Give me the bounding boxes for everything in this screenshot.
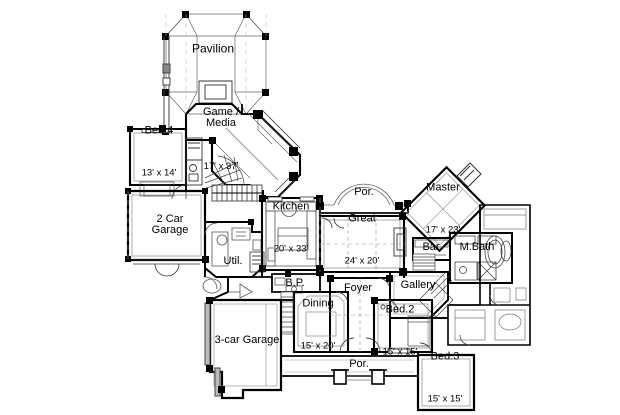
utility-posts bbox=[248, 219, 254, 225]
game-media-inner bbox=[211, 112, 298, 181]
bed4-window bbox=[141, 129, 171, 133]
garage-2car-door bbox=[133, 259, 200, 277]
east-wing-doors bbox=[459, 294, 501, 346]
front-porch-floor bbox=[285, 359, 414, 373]
foyer-inner bbox=[330, 278, 390, 352]
great-room-inner bbox=[323, 219, 401, 269]
rear-porch-posts bbox=[316, 202, 403, 210]
bed2-door bbox=[380, 299, 399, 313]
main-stair bbox=[211, 184, 263, 202]
utility-door bbox=[204, 222, 218, 236]
bed2-posts bbox=[371, 297, 378, 355]
bed3-inner bbox=[421, 358, 471, 407]
bed2-inner bbox=[377, 303, 429, 349]
dining-stair-strip bbox=[280, 291, 294, 335]
bed3-walls bbox=[416, 353, 476, 412]
pavilion-connector bbox=[185, 104, 243, 129]
garage-3car-inner bbox=[213, 303, 278, 387]
great-kitchen-opening bbox=[321, 217, 345, 229]
utility-fixtures bbox=[211, 227, 262, 267]
master-bath-fixtures bbox=[454, 235, 512, 281]
construction-lines bbox=[127, 14, 321, 272]
east-wing-closets bbox=[454, 208, 527, 341]
garage-2car-inner bbox=[131, 194, 202, 257]
bed2-window bbox=[387, 348, 411, 354]
connecting-hall-detail bbox=[202, 276, 253, 299]
pavilion-left-wall bbox=[162, 36, 171, 132]
powder-bath-post bbox=[285, 271, 291, 277]
bed2-bed bbox=[407, 315, 431, 347]
bed4-post bbox=[127, 125, 166, 132]
great-room-grid bbox=[320, 216, 404, 272]
great-room-fireplace bbox=[393, 227, 407, 257]
dining-inner bbox=[297, 295, 345, 347]
bed4-inner bbox=[133, 132, 183, 182]
curved-stair-fan bbox=[204, 154, 245, 189]
master-bay-window bbox=[456, 162, 482, 188]
bar-stair bbox=[412, 253, 436, 271]
gallery-inner bbox=[393, 275, 445, 315]
front-porch-columns bbox=[331, 369, 387, 385]
gallery-stair bbox=[418, 271, 454, 318]
bed3-door bbox=[419, 342, 433, 356]
pantry bbox=[249, 251, 265, 273]
east-wing-walls bbox=[447, 204, 531, 346]
front-porch-steps bbox=[346, 375, 372, 381]
master-posts bbox=[404, 200, 411, 207]
kitchen-windows bbox=[267, 196, 315, 202]
master-suite-inner bbox=[406, 172, 480, 246]
garage-3car-posts bbox=[206, 297, 225, 393]
bed4-closet bbox=[185, 137, 203, 186]
